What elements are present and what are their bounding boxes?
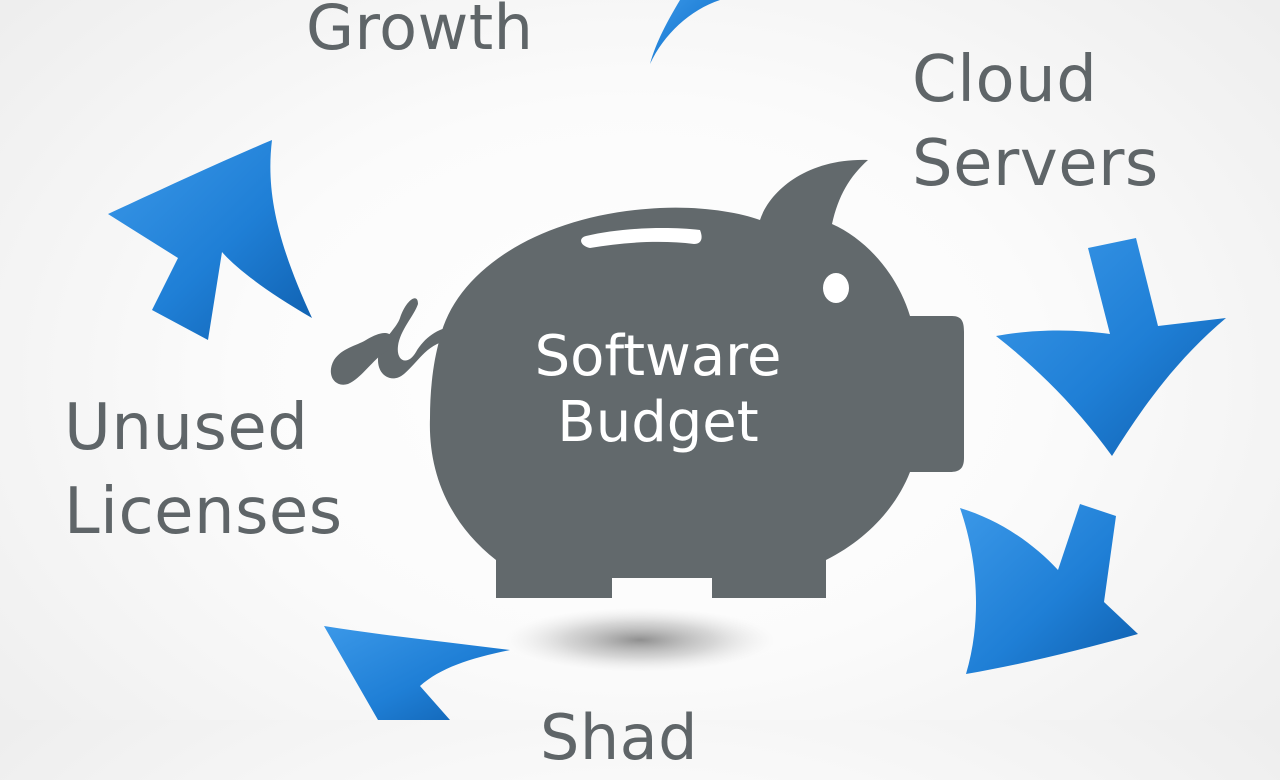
- cycle-arrow-icon: [108, 0, 1226, 720]
- label-unused-licenses: Unused Licenses: [64, 386, 343, 554]
- center-title-line1: Software: [534, 324, 782, 389]
- label-growth: Growth: [306, 0, 534, 64]
- center-title-line2: Budget: [557, 390, 759, 455]
- pig-shadow: [505, 608, 775, 672]
- label-bottom-partial: Shad: [540, 701, 698, 774]
- coin-slot: [581, 228, 702, 248]
- pig-eye: [823, 273, 849, 303]
- arrow-upper-left: [108, 140, 312, 340]
- arrow-right-lower: [960, 504, 1138, 674]
- label-unused-licenses-line2: Licenses: [64, 475, 343, 549]
- piggy-bank-icon: [330, 159, 964, 598]
- arrow-right-upper: [996, 238, 1226, 456]
- label-cloud-servers-line2: Servers: [912, 127, 1159, 201]
- arrow-bottom-left: [324, 626, 510, 720]
- label-unused-licenses-line1: Unused: [64, 391, 309, 465]
- label-cloud-servers: Cloud Servers: [912, 38, 1159, 206]
- label-cloud-servers-line1: Cloud: [912, 43, 1098, 117]
- diagram-canvas: [108, 0, 1226, 720]
- arrow-top: [650, 0, 720, 64]
